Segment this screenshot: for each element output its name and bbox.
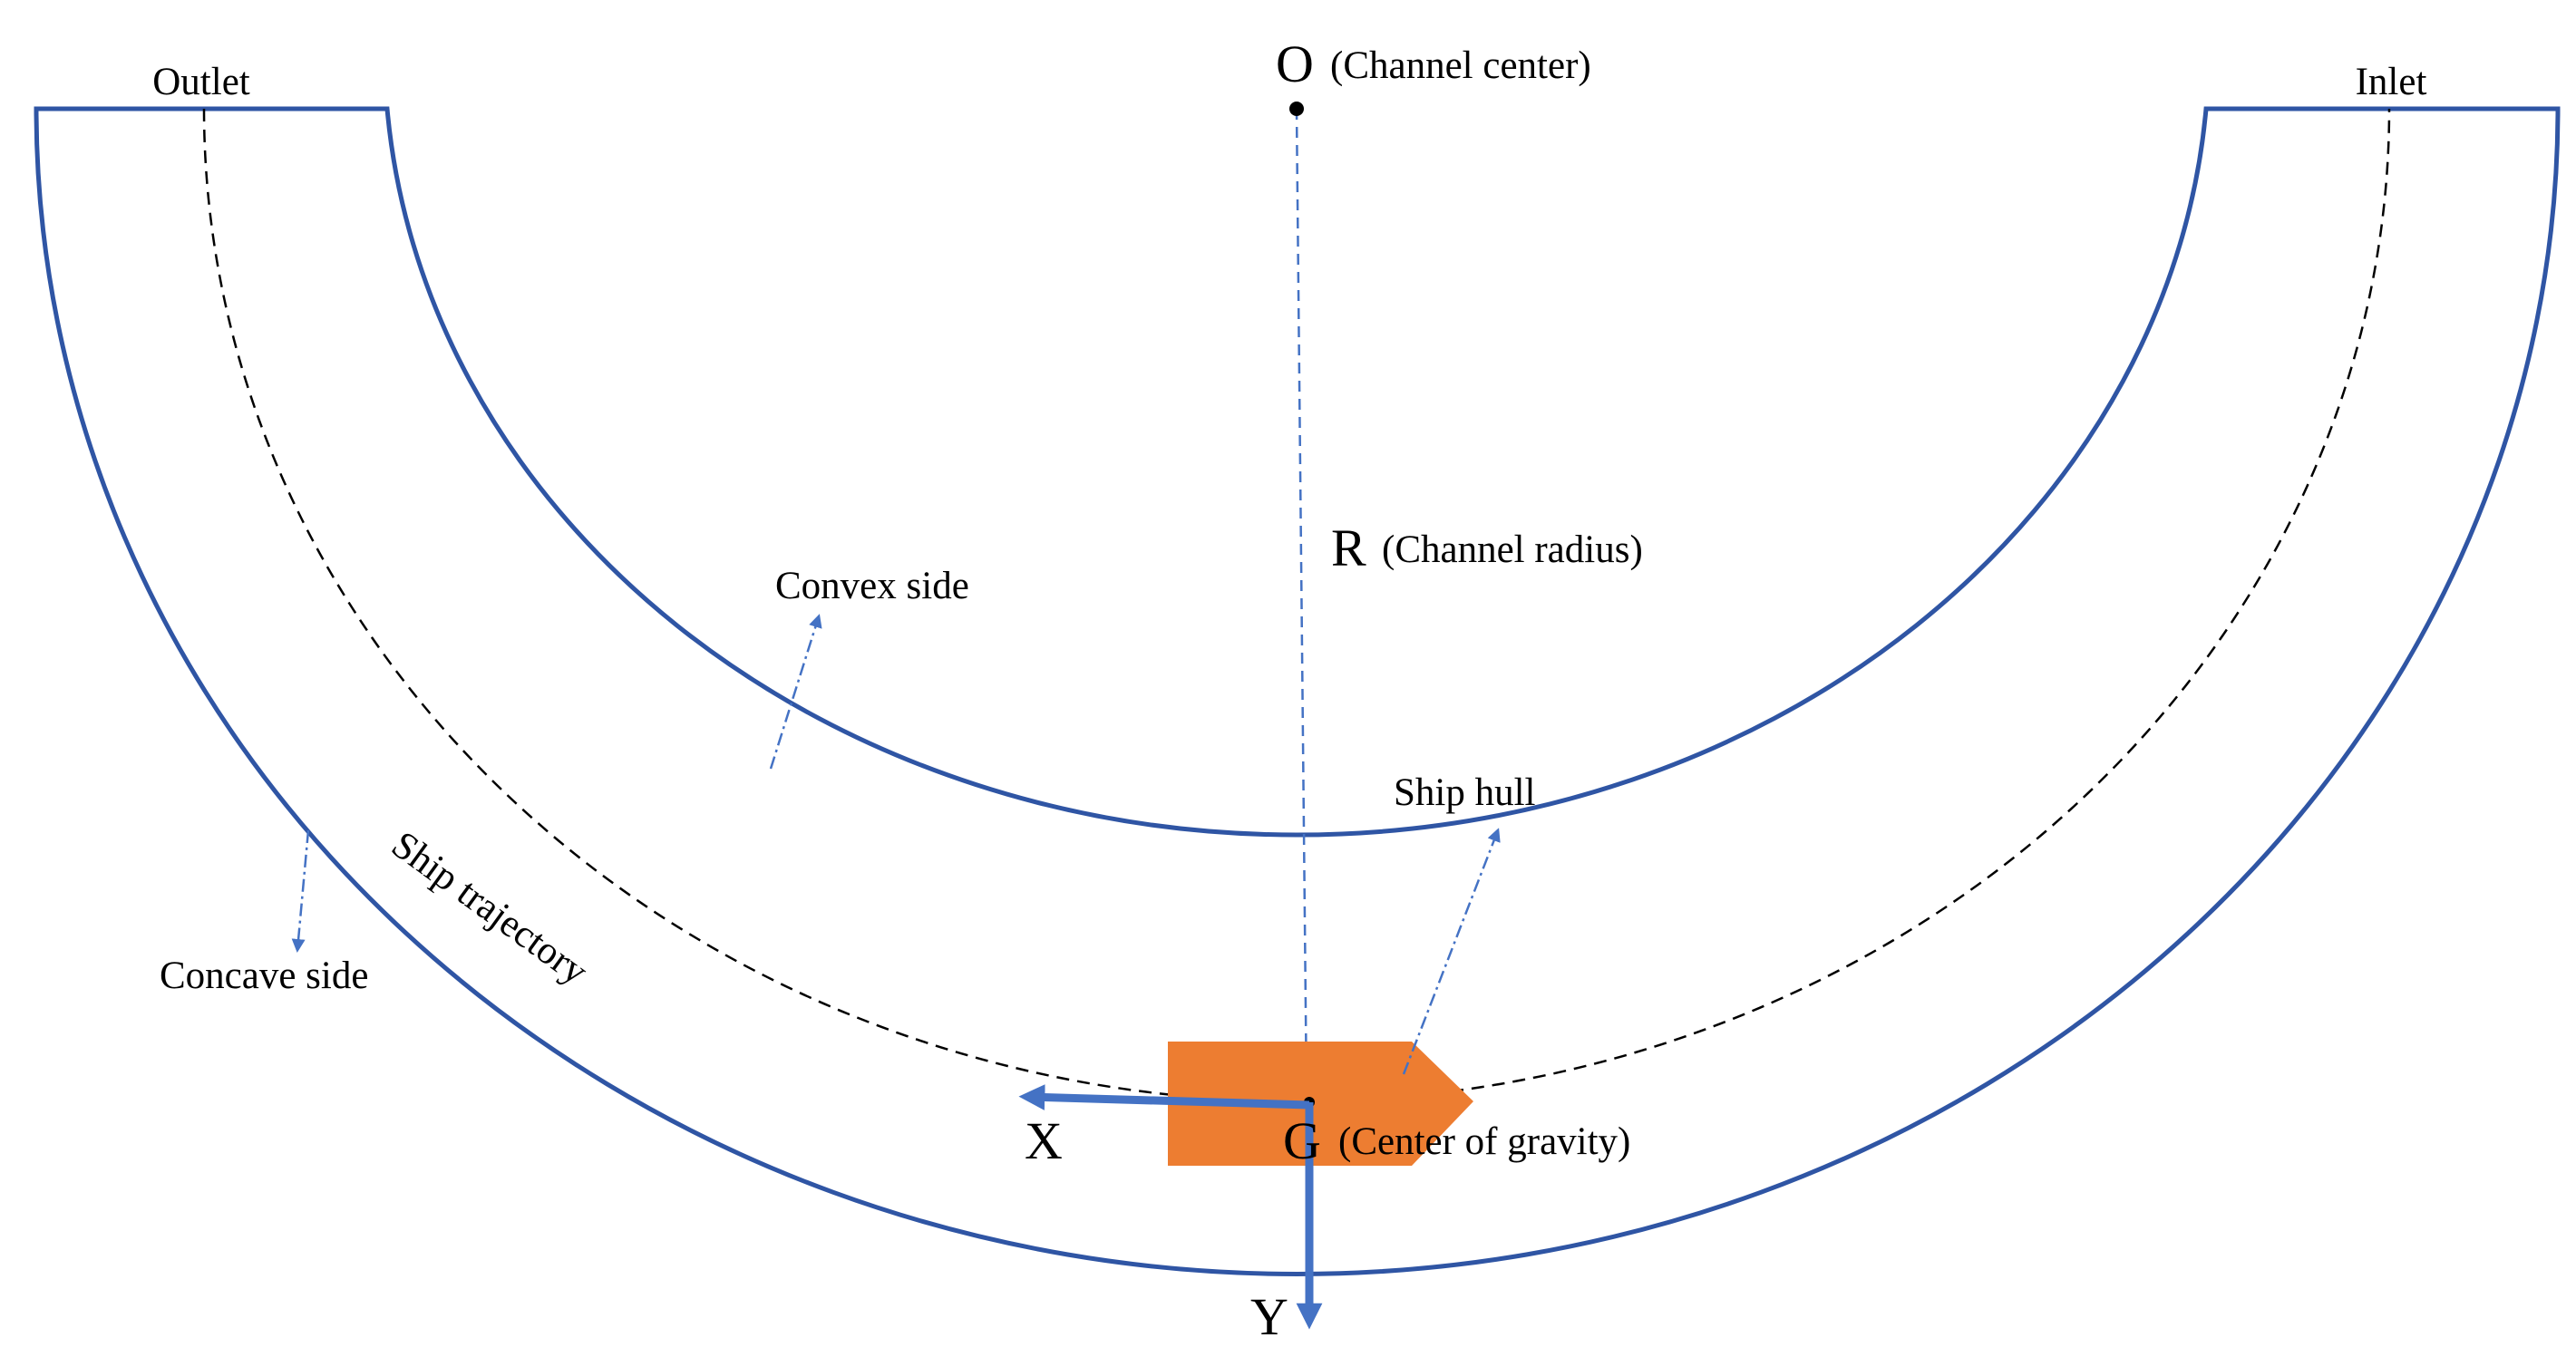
convex-side-label: Convex side xyxy=(775,565,969,607)
inlet-label: Inlet xyxy=(2356,61,2427,103)
y-axis-label: Y xyxy=(1250,1287,1288,1346)
x-axis-label: X xyxy=(1025,1111,1063,1170)
concave-side-leader xyxy=(291,829,310,953)
channel-center-desc: (Channel center) xyxy=(1330,44,1591,87)
radius-line xyxy=(1295,108,1308,1100)
x-axis-arrow xyxy=(1018,1084,1310,1110)
center-of-gravity-symbol: G xyxy=(1283,1111,1321,1170)
convex-side-leader xyxy=(769,614,822,770)
channel-radius-symbol: R xyxy=(1331,519,1366,577)
ship-hull-shape xyxy=(1168,1042,1473,1166)
concave-side-label: Concave side xyxy=(160,955,368,997)
ship-trajectory-label: Ship trajectory xyxy=(384,823,596,994)
ship-hull-leader xyxy=(1402,828,1501,1075)
channel-outline xyxy=(34,106,2561,1276)
ship-hull-label: Ship hull xyxy=(1394,771,1536,814)
outlet-label: Outlet xyxy=(152,61,250,103)
channel-center-point xyxy=(1289,102,1304,116)
channel-center-symbol: O xyxy=(1276,34,1314,93)
channel-radius-desc: (Channel radius) xyxy=(1382,528,1643,571)
center-of-gravity-desc: (Center of gravity) xyxy=(1338,1120,1630,1163)
